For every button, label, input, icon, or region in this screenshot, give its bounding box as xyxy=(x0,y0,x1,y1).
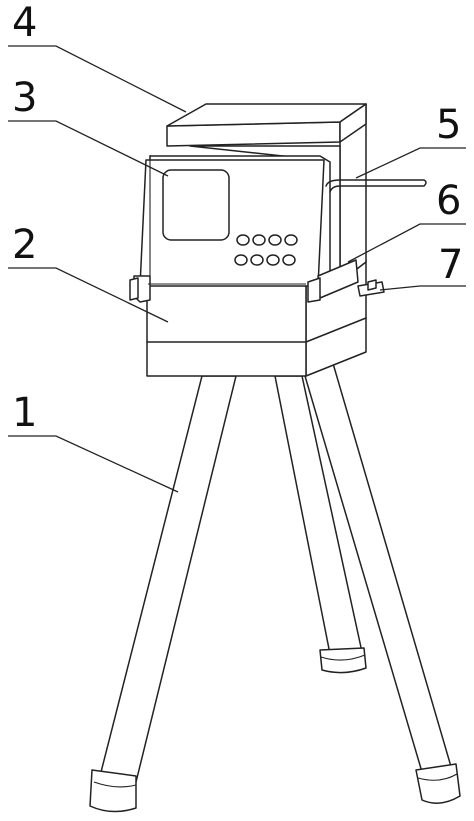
panel-button xyxy=(250,254,264,266)
button-grid xyxy=(234,234,298,266)
display-panel xyxy=(139,145,341,287)
panel-button xyxy=(252,234,266,246)
label-5: 5 xyxy=(436,102,461,148)
leader-lines xyxy=(8,45,466,493)
tripod-leg-right xyxy=(304,359,461,804)
panel-button xyxy=(234,254,248,266)
panel-button xyxy=(236,234,250,246)
panel-button xyxy=(266,254,280,266)
cable xyxy=(325,179,427,193)
label-7: 7 xyxy=(438,242,463,288)
callout-labels: 4 3 5 6 7 2 1 xyxy=(12,0,463,436)
panel-button xyxy=(284,234,298,246)
label-6: 6 xyxy=(436,178,461,224)
label-2: 2 xyxy=(12,222,37,268)
label-1: 1 xyxy=(12,390,37,436)
panel-button xyxy=(268,234,282,246)
label-4: 4 xyxy=(12,0,37,46)
tripod-leg-left xyxy=(89,375,237,813)
screen xyxy=(162,169,230,241)
panel-button xyxy=(282,254,296,266)
clamp-bracket xyxy=(129,259,359,303)
label-3: 3 xyxy=(12,75,37,121)
latch xyxy=(357,279,385,297)
